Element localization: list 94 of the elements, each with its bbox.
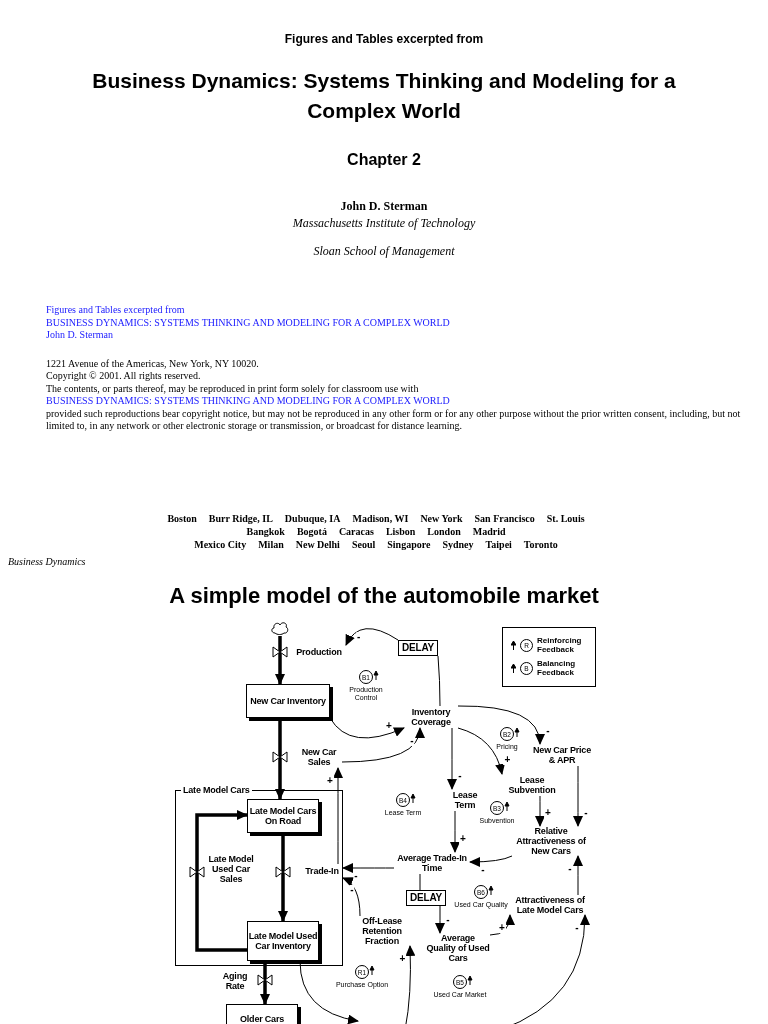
polarity-sign: - xyxy=(356,631,362,642)
arrow xyxy=(489,914,515,936)
city-name: Burr Ridge, IL xyxy=(208,513,273,526)
variable-label: Lease Subvention xyxy=(502,774,562,796)
city-name: Bogotá xyxy=(296,526,327,539)
reference-line: BUSINESS DYNAMICS: SYSTEMS THINKING AND MODELING FOR A COMPLEX WORLD xyxy=(46,395,451,408)
city-name: Lisbon xyxy=(385,526,416,539)
variable-label: Average Trade-In Time xyxy=(394,852,470,874)
arrow xyxy=(342,877,361,917)
source-cloud xyxy=(271,620,289,636)
arrow xyxy=(333,767,343,865)
city-name: St. Louis xyxy=(546,513,585,526)
box-label: Older Cars xyxy=(240,1014,284,1024)
flow-pipe xyxy=(275,718,285,800)
city-name: Sydney xyxy=(442,539,474,552)
flow-pipe xyxy=(278,833,288,922)
city-name: Mexico City xyxy=(194,539,247,552)
arrow xyxy=(457,705,545,745)
reference-line: Figures and Tables excerpted from xyxy=(46,304,186,317)
variable-label: New Car Price & APR xyxy=(532,744,592,766)
city-name: Madison, WI xyxy=(352,513,409,526)
stock-box xyxy=(247,799,319,833)
city-name: Caracas xyxy=(338,526,374,539)
variable-label: Late Model Used Car Sales xyxy=(205,854,257,884)
polarity-sign: + xyxy=(384,720,393,731)
variable-label: New Car Sales xyxy=(296,746,342,768)
variable-label: Production xyxy=(292,645,346,659)
arrow xyxy=(535,795,545,827)
city-name: Toronto xyxy=(523,539,558,552)
city-name: Boston xyxy=(167,513,197,526)
arrow xyxy=(341,727,424,763)
arrow xyxy=(342,863,395,873)
stock-box xyxy=(247,921,319,961)
reference-line: BUSINESS DYNAMICS: SYSTEMS THINKING AND MODELING FOR A COMPLEX WORLD xyxy=(46,316,451,329)
legend-text: Balancing Feedback xyxy=(537,660,577,677)
author-name: John D. Sterman xyxy=(339,199,429,214)
box-label: DELAY xyxy=(402,643,434,653)
arrow xyxy=(450,810,460,853)
polarity-sign: + xyxy=(498,923,506,933)
copyright-text: provided such reproductions bear copyright notice, but may not be reproduced in any other form or for any other purpose without the prior written consent, including, but not limited to, in any network or other electronic storage or transmission, or broadcast for distance learning. xyxy=(46,407,742,433)
city-name: Milan xyxy=(258,539,284,552)
city-name: New Delhi xyxy=(295,539,340,552)
variable-label: Lease Term xyxy=(444,789,486,811)
affiliation: Massachusetts Institute of Technology xyxy=(291,216,477,231)
variable-label: Off-Lease Retention Fraction xyxy=(354,916,410,946)
polarity-sign: + xyxy=(503,754,512,765)
arrow xyxy=(435,905,445,934)
heading: Business Dynamics: Systems Thinking and Modeling for a Complex World xyxy=(91,68,677,124)
legend-text: Reinforcing Feedback xyxy=(537,637,583,654)
delay-box xyxy=(398,640,438,656)
city-name: Singapore xyxy=(387,539,431,552)
city-name: Seoul xyxy=(351,539,376,552)
box-label: Late Model Used Car Inventory xyxy=(248,931,318,951)
arrow xyxy=(469,855,513,867)
arrow xyxy=(573,765,583,827)
city-name: Madrid xyxy=(472,526,506,539)
group-title: Late Model Cars xyxy=(181,785,252,795)
city-name: London xyxy=(427,526,461,539)
variable-label: Trade-In xyxy=(301,864,343,878)
city-name: Dubuque, IA xyxy=(284,513,341,526)
city-name: Taipei xyxy=(485,539,512,552)
diagram-title: A simple model of the automobile market xyxy=(168,583,600,609)
copyright-text: Copyright © 2001. All rights reserved. xyxy=(46,370,202,383)
box-label: New Car Inventory xyxy=(250,696,326,706)
variable-label: Aging Rate xyxy=(216,969,254,993)
reference-line: John D. Sterman xyxy=(46,329,114,342)
polarity-sign: + xyxy=(326,776,334,786)
city-name: Bangkok xyxy=(246,526,285,539)
polarity-sign: + xyxy=(544,808,552,818)
city-name: San Francisco xyxy=(474,513,535,526)
heading: Figures and Tables excerpted from xyxy=(283,32,485,46)
box-label: DELAY xyxy=(410,893,442,903)
arrow xyxy=(447,727,457,790)
affiliation: Sloan School of Management xyxy=(312,244,456,259)
variable-label: Inventory Coverage xyxy=(404,706,458,728)
arrow xyxy=(404,945,416,1024)
arrow xyxy=(345,628,399,646)
flow-pipe xyxy=(275,636,285,685)
variable-label: Average Quality of Used Cars xyxy=(426,933,490,963)
box-label: Late Model Cars On Road xyxy=(248,806,318,826)
heading: Chapter 2 xyxy=(346,151,422,169)
copyright-text: The contents, or parts thereof, may be reproduced in print form solely for classroom use with xyxy=(46,382,420,395)
variable-label: Relative Attractiveness of New Cars xyxy=(512,826,590,856)
flow-pipe xyxy=(260,961,270,1005)
stock-box xyxy=(246,684,330,718)
arrow xyxy=(457,727,505,775)
flow-pipe xyxy=(195,810,248,952)
delay-box xyxy=(406,890,446,906)
polarity-sign: + xyxy=(459,834,467,844)
running-header: Business Dynamics xyxy=(8,556,87,567)
city-name: New York xyxy=(420,513,463,526)
arrow xyxy=(573,855,583,896)
copyright-text: 1221 Avenue of the Americas, New York, NY 10020. xyxy=(46,357,260,370)
variable-label: Attractiveness of Late Model Cars xyxy=(510,895,590,915)
